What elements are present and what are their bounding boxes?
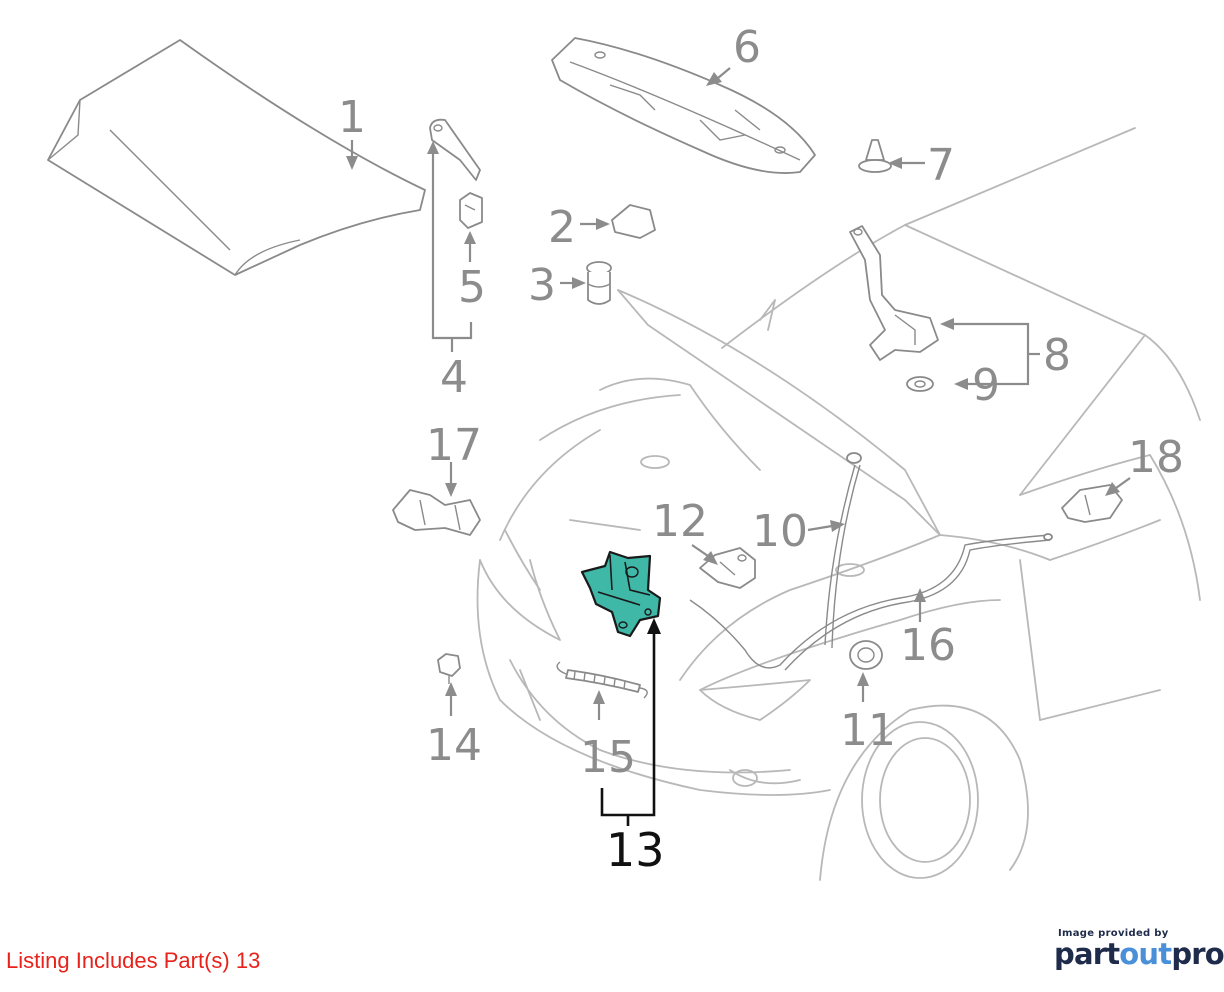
callout-6: 6 bbox=[733, 22, 761, 73]
callout-12: 12 bbox=[652, 496, 708, 547]
part-2-cushion bbox=[611, 204, 656, 239]
part-5-hinge-bracket bbox=[459, 192, 483, 229]
callout-1: 1 bbox=[338, 92, 366, 143]
callout-8: 8 bbox=[1043, 330, 1071, 381]
partoutpro-branding: Image provided by partoutpro bbox=[1054, 928, 1224, 971]
callout-15: 15 bbox=[580, 732, 636, 783]
callout-11: 11 bbox=[840, 705, 896, 756]
callout-5: 5 bbox=[458, 262, 486, 313]
car-body-outline bbox=[476, 127, 1201, 881]
callout-3: 3 bbox=[528, 260, 556, 311]
logo-word-out: out bbox=[1119, 937, 1172, 971]
callout-14: 14 bbox=[426, 720, 482, 771]
partoutpro-logo: partoutpro bbox=[1054, 937, 1224, 971]
part-4-hood-hinge bbox=[429, 118, 481, 181]
part-13-lock-support-highlighted bbox=[580, 550, 662, 638]
part-3-bumper-stop bbox=[586, 261, 612, 305]
callout-16: 16 bbox=[900, 620, 956, 671]
callout-17: 17 bbox=[426, 420, 482, 471]
logo-word-part: part bbox=[1054, 937, 1120, 971]
callout-labels: 1 2 3 4 5 6 7 8 9 10 11 12 14 15 16 17 1… bbox=[338, 22, 1184, 877]
listing-includes-note: Listing Includes Part(s) 13 bbox=[6, 948, 261, 973]
callout-7: 7 bbox=[927, 140, 955, 191]
callout-10: 10 bbox=[752, 506, 808, 557]
part-14-bolt bbox=[437, 653, 461, 684]
part-12-hood-lock bbox=[699, 547, 756, 589]
part-6-hood-insulator bbox=[551, 37, 816, 174]
part-8-hood-support-bracket bbox=[849, 225, 939, 361]
callout-13-highlighted: 13 bbox=[606, 823, 665, 877]
part-16-release-cable bbox=[689, 533, 1053, 671]
part-10-support-rod bbox=[824, 452, 862, 649]
part-1-hood bbox=[47, 39, 426, 276]
brand-caption: Image provided by bbox=[1058, 928, 1169, 939]
callout-2: 2 bbox=[548, 202, 576, 253]
part-17-seal bbox=[392, 489, 481, 536]
part-11-grommet bbox=[849, 640, 883, 670]
callout-9: 9 bbox=[972, 360, 1000, 411]
part-7-clip bbox=[858, 139, 892, 173]
part-15-spring bbox=[556, 661, 648, 699]
leader-13-highlighted bbox=[600, 618, 661, 826]
callout-18: 18 bbox=[1128, 432, 1184, 483]
logo-word-pro: pro bbox=[1171, 937, 1224, 971]
part-9-washer bbox=[906, 376, 934, 392]
callout-4: 4 bbox=[440, 352, 468, 403]
leader-lines bbox=[346, 67, 1131, 720]
